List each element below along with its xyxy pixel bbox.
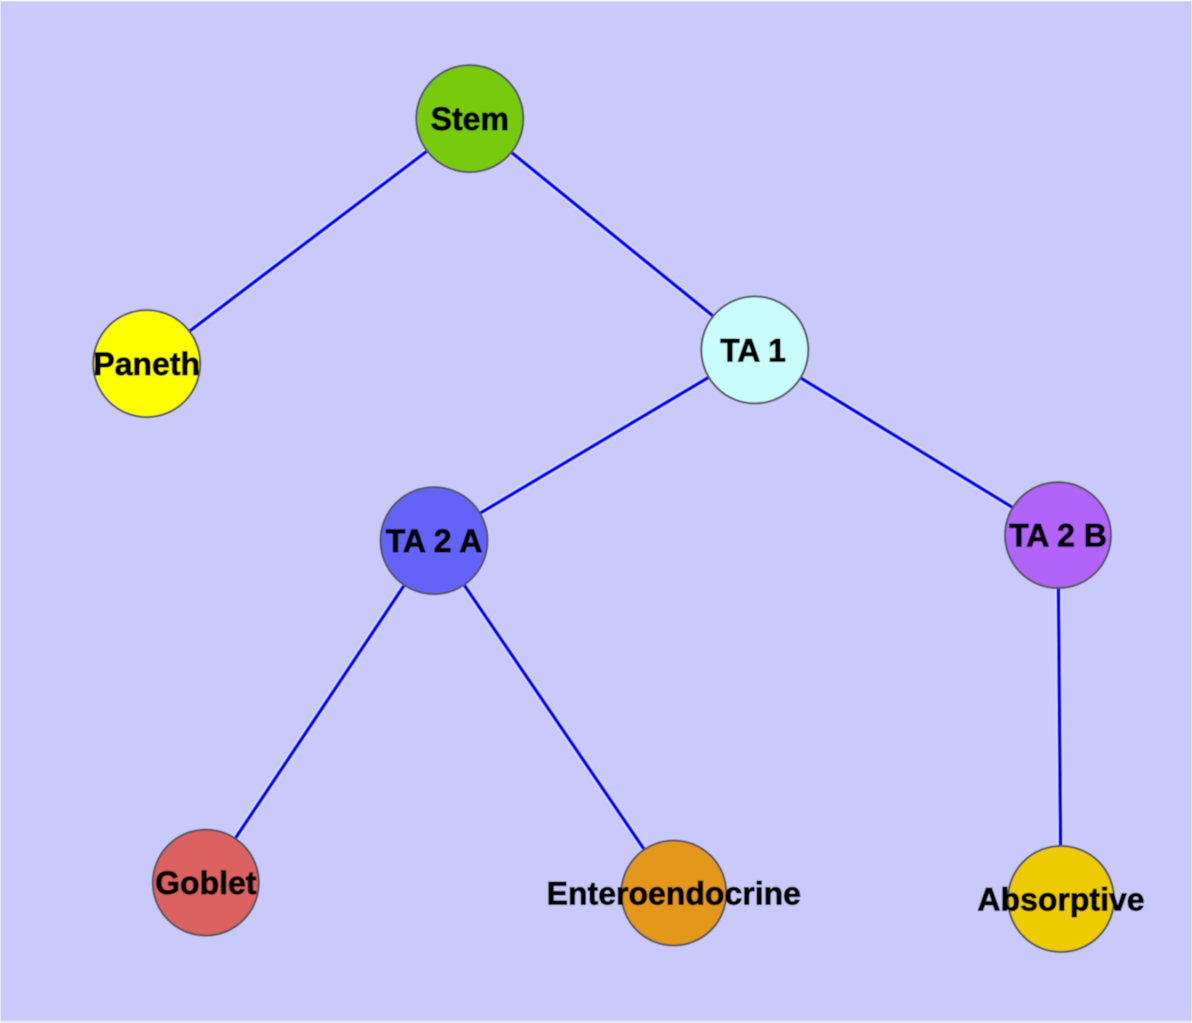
svg-text:TA 1: TA 1 bbox=[720, 332, 786, 368]
svg-text:TA 2 A: TA 2 A bbox=[386, 523, 483, 559]
svg-text:Paneth: Paneth bbox=[93, 346, 200, 382]
svg-text:Goblet: Goblet bbox=[155, 865, 257, 901]
svg-text:Absorptive: Absorptive bbox=[977, 882, 1144, 918]
svg-text:Enteroendocrine: Enteroendocrine bbox=[547, 876, 801, 912]
svg-text:TA 2 B: TA 2 B bbox=[1009, 518, 1107, 554]
svg-text:Stem: Stem bbox=[431, 101, 509, 137]
